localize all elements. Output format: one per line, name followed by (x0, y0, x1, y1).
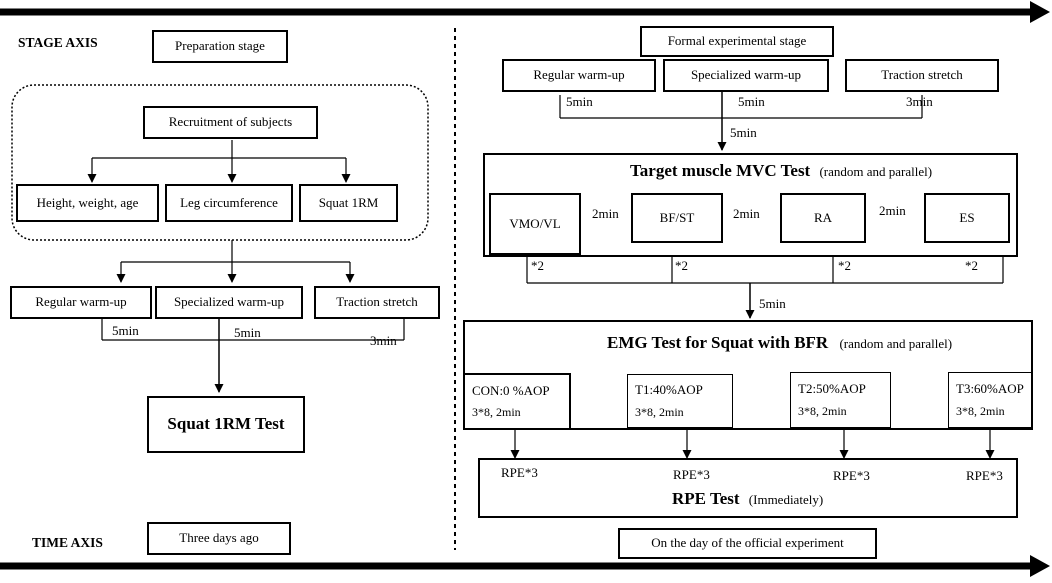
formal-warmup-specialized: Specialized warm-up (663, 59, 829, 92)
prep-warmup-regular: Regular warm-up (10, 286, 152, 319)
measure-box-squat-1rm: Squat 1RM (299, 184, 398, 222)
formal-duration-traction: 3min (906, 94, 933, 109)
rpe-test-panel (478, 458, 1018, 518)
mvc-repeat-4: *2 (965, 258, 978, 273)
formal-duration-specialized: 5min (738, 94, 765, 109)
measure-box-leg-circumference: Leg circumference (165, 184, 293, 222)
emg-condition-con: CON:0 %AOP 3*8, 2min (463, 373, 571, 430)
prep-duration-specialized: 5min (234, 325, 261, 340)
emg-test-title: EMG Test for Squat with BFR (607, 333, 829, 352)
emg-test-note: (random and parallel) (839, 336, 953, 351)
recruitment-box: Recruitment of subjects (143, 106, 318, 139)
condition-protocol: 3*8, 2min (635, 404, 684, 419)
formal-warmup-regular: Regular warm-up (502, 59, 656, 92)
emg-condition-t1: T1:40%AOP 3*8, 2min (627, 374, 733, 428)
mvc-rest-2: 2min (733, 206, 760, 221)
condition-name: T3:60%AOP (956, 381, 1024, 397)
measure-box-anthropometrics: Height, weight, age (16, 184, 159, 222)
formal-stage-box: Formal experimental stage (640, 26, 834, 57)
mvc-test-note: (random and parallel) (819, 164, 933, 179)
rpe-test-heading: RPE Test (Immediately) (672, 489, 824, 509)
rest-before-mvc: 5min (730, 125, 757, 140)
condition-protocol: 3*8, 2min (472, 405, 521, 420)
condition-protocol: 3*8, 2min (956, 403, 1005, 418)
prep-duration-regular: 5min (112, 323, 139, 338)
mvc-test-heading: Target muscle MVC Test (random and paral… (630, 161, 933, 181)
emg-condition-t2: T2:50%AOP 3*8, 2min (790, 372, 891, 428)
rest-before-emg: 5min (759, 296, 786, 311)
mvc-muscle-es: ES (924, 193, 1010, 243)
rpe-label-t3: RPE*3 (966, 468, 1003, 483)
formal-warmup-traction: Traction stretch (845, 59, 999, 92)
mvc-muscle-vmo-vl: VMO/VL (489, 193, 581, 255)
mvc-rest-3: 2min (879, 203, 906, 218)
mvc-muscle-ra: RA (780, 193, 866, 243)
condition-name: T2:50%AOP (798, 381, 866, 397)
condition-protocol: 3*8, 2min (798, 403, 847, 418)
rpe-test-note: (Immediately) (748, 492, 824, 507)
rpe-label-t1: RPE*3 (673, 467, 710, 482)
emg-condition-t3: T3:60%AOP 3*8, 2min (948, 372, 1032, 428)
rpe-label-t2: RPE*3 (833, 468, 870, 483)
prep-time-box: Three days ago (147, 522, 291, 555)
rpe-test-title: RPE Test (672, 489, 740, 508)
mvc-repeat-3: *2 (838, 258, 851, 273)
condition-name: T1:40%AOP (635, 382, 703, 398)
mvc-rest-1: 2min (592, 206, 619, 221)
time-axis-label: TIME AXIS (32, 535, 103, 550)
mvc-repeat-1: *2 (531, 258, 544, 273)
recruitment-group-frame (11, 84, 429, 241)
prep-duration-traction: 3min (370, 333, 397, 348)
preparation-stage-box: Preparation stage (152, 30, 288, 63)
stage-axis-label: STAGE AXIS (18, 35, 98, 50)
condition-name: CON:0 %AOP (472, 382, 550, 398)
formal-duration-regular: 5min (566, 94, 593, 109)
prep-warmup-traction: Traction stretch (314, 286, 440, 319)
squat-1rm-test-box: Squat 1RM Test (147, 396, 305, 453)
rpe-label-con: RPE*3 (501, 465, 538, 480)
mvc-muscle-bf-st: BF/ST (631, 193, 723, 243)
prep-warmup-specialized: Specialized warm-up (155, 286, 303, 319)
mvc-test-title: Target muscle MVC Test (630, 161, 811, 180)
mvc-repeat-2: *2 (675, 258, 688, 273)
emg-test-heading: EMG Test for Squat with BFR (random and … (607, 333, 953, 353)
formal-time-box: On the day of the official experiment (618, 528, 877, 559)
